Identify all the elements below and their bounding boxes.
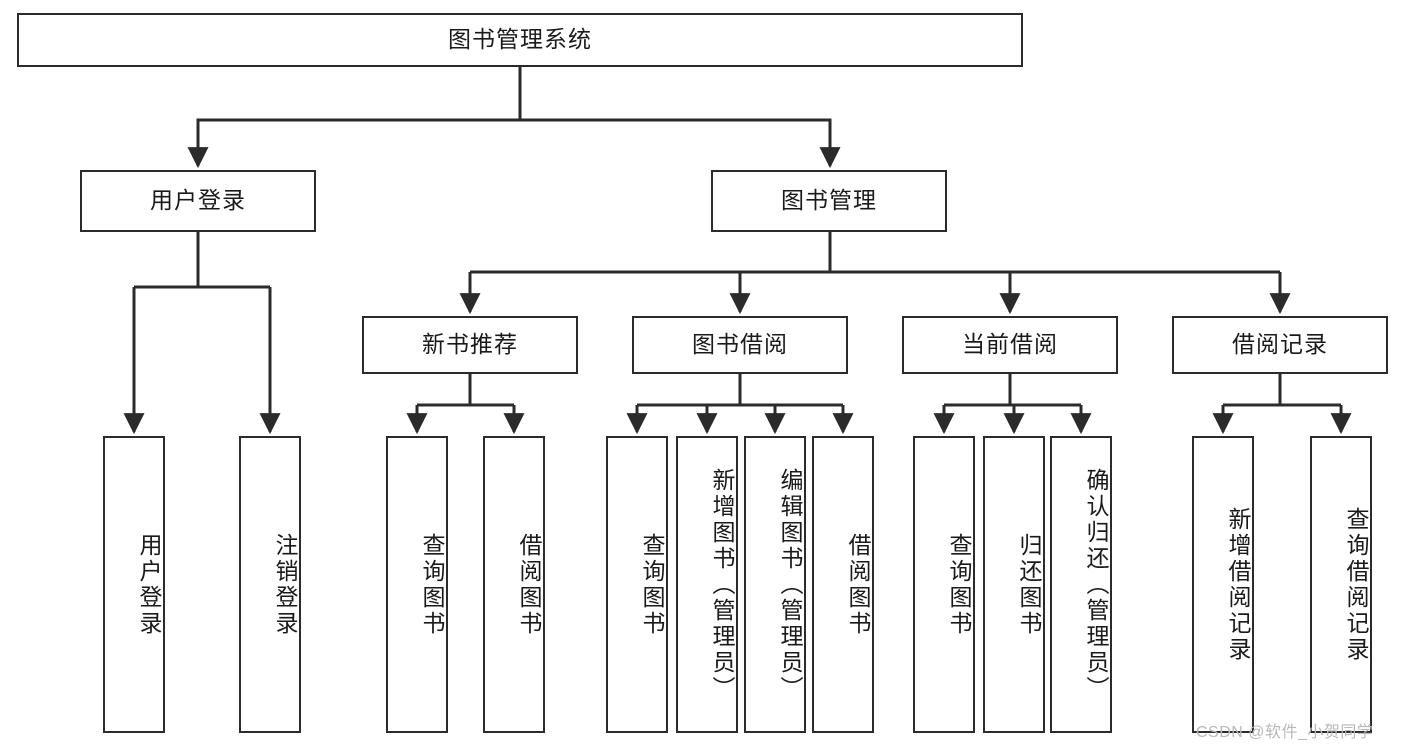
node-book-borrow[interactable]: 图书借阅 (632, 316, 848, 374)
node-leaf-query-book-2[interactable]: 查询图书 (606, 436, 668, 733)
csdn-watermark: CSDN @软件_小贺同学 (1196, 724, 1374, 741)
node-leaf-add-book[interactable]: 新增图书（管理员） (676, 436, 738, 733)
node-book-manage[interactable]: 图书管理 (711, 170, 947, 232)
node-leaf-query-book-3[interactable]: 查询图书 (913, 436, 975, 733)
node-leaf-confirm-return[interactable]: 确认归还（管理员） (1050, 436, 1112, 733)
node-leaf-borrow-book-1[interactable]: 借阅图书 (483, 436, 545, 733)
node-new-book-recommend[interactable]: 新书推荐 (362, 316, 578, 374)
node-current-borrow[interactable]: 当前借阅 (902, 316, 1118, 374)
node-leaf-edit-book[interactable]: 编辑图书（管理员） (744, 436, 806, 733)
node-borrow-record[interactable]: 借阅记录 (1172, 316, 1388, 374)
node-root[interactable]: 图书管理系统 (17, 13, 1023, 67)
node-leaf-borrow-book-2[interactable]: 借阅图书 (812, 436, 874, 733)
node-leaf-query-record[interactable]: 查询借阅记录 (1310, 436, 1372, 733)
node-leaf-return-book[interactable]: 归还图书 (983, 436, 1045, 733)
node-leaf-user-login[interactable]: 用户登录 (103, 436, 165, 733)
node-user-login[interactable]: 用户登录 (80, 170, 316, 232)
node-leaf-logout-login[interactable]: 注销登录 (239, 436, 301, 733)
node-leaf-add-record[interactable]: 新增借阅记录 (1192, 436, 1254, 733)
edge-root-bus (196, 118, 832, 137)
node-leaf-query-book-1[interactable]: 查询图书 (386, 436, 448, 733)
